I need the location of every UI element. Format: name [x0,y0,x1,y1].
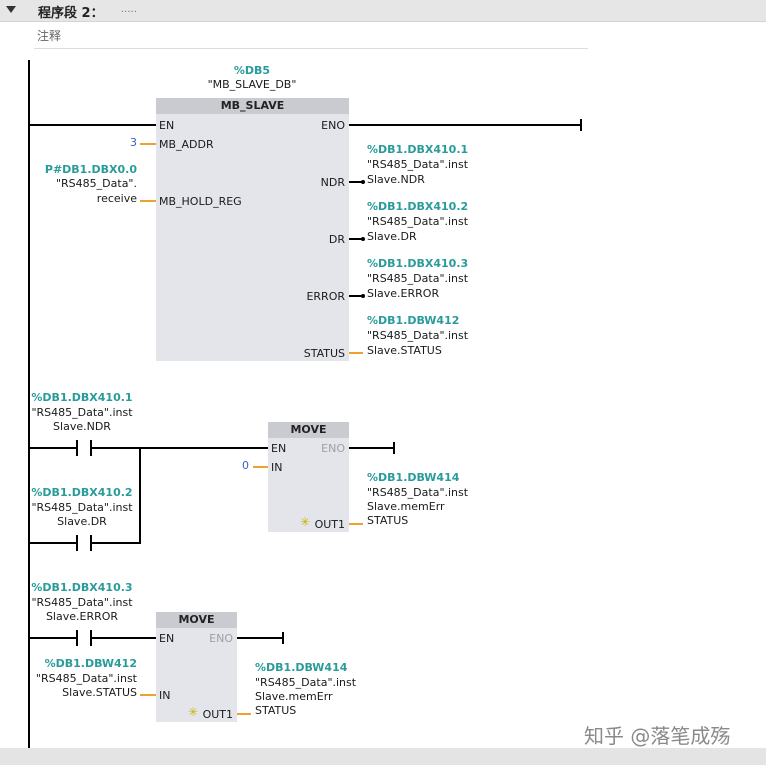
ndr-address: %DB1.DBX410.1 [367,143,469,156]
error-symbol-1[interactable]: "RS485_Data".inst [367,272,469,285]
status-symbol-1[interactable]: "RS485_Data".inst [367,329,469,342]
mb-slave-db-name[interactable]: "MB_SLAVE_DB" [207,78,297,91]
dr-address: %DB1.DBX410.2 [367,200,469,213]
mb-slave-db-address: %DB5 [233,64,271,77]
bottom-scrollbar[interactable] [0,748,766,765]
move-2-in: IN [159,689,171,702]
contact-dr-symbol-2[interactable]: Slave.DR [57,515,107,528]
hold-reg-symbol-2[interactable]: receive [96,192,137,205]
status-address: %DB1.DBW412 [367,314,460,327]
contact-error-symbol-1[interactable]: "RS485_Data".inst [31,596,133,609]
contact-ndr-symbol-2[interactable]: Slave.NDR [53,420,111,433]
mb-addr-value[interactable]: 3 [130,136,137,149]
mb-slave-error: ERROR [306,290,345,303]
move-1-out-symbol-3[interactable]: STATUS [367,514,409,527]
contact-ndr-symbol-1[interactable]: "RS485_Data".inst [31,406,133,419]
dr-symbol-1[interactable]: "RS485_Data".inst [367,215,469,228]
move-2-eno: ENO [209,632,233,645]
move-1-in: IN [271,461,283,474]
mb-slave-eno: ENO [321,119,345,132]
error-address: %DB1.DBX410.3 [367,257,469,270]
contact-dr-address: %DB1.DBX410.2 [31,486,133,499]
error-symbol-2[interactable]: Slave.ERROR [367,287,440,300]
contact-error-symbol-2[interactable]: Slave.ERROR [45,610,119,623]
contact-ndr-address: %DB1.DBX410.1 [31,391,133,404]
network-title: 程序段 2： [38,6,104,21]
move-2-in-symbol-1[interactable]: "RS485_Data".inst [35,672,137,685]
hold-reg-symbol-1[interactable]: "RS485_Data". [55,177,137,190]
network-title-placeholder[interactable]: ..... [121,4,137,15]
mb-slave-title: MB_SLAVE [156,98,349,114]
collapse-triangle-icon[interactable] [6,6,16,13]
move-block-1[interactable]: MOVE [268,422,349,532]
move-1-out1: OUT1 [314,518,345,531]
dr-symbol-2[interactable]: Slave.DR [367,230,417,243]
move-1-out-symbol-1[interactable]: "RS485_Data".inst [367,486,469,499]
spark-icon: ✳ [300,515,311,529]
network-comment[interactable]: 注释 [34,26,588,49]
spark-icon: ✳ [188,705,199,719]
mb-slave-dr: DR [328,233,345,246]
comment-text: 注释 [37,29,62,43]
mb-slave-hold-reg: MB_HOLD_REG [159,195,242,208]
mb-slave-ndr: NDR [320,176,345,189]
move-2-en: EN [159,632,175,645]
contact-dr-symbol-1[interactable]: "RS485_Data".inst [31,501,133,514]
watermark: 知乎 @落笔成殇 [584,724,731,748]
contact-error-address: %DB1.DBX410.3 [31,581,133,594]
move-1-in-value[interactable]: 0 [242,459,249,472]
move-2-out1: OUT1 [202,708,233,721]
move-2-title: MOVE [156,612,237,628]
move-2-in-address: %DB1.DBW412 [44,657,137,670]
move-1-en: EN [271,442,287,455]
move-2-in-symbol-2[interactable]: Slave.STATUS [62,686,137,699]
move-1-eno: ENO [321,442,345,455]
move-2-out-symbol-1[interactable]: "RS485_Data".inst [255,676,357,689]
move-1-out-symbol-2[interactable]: Slave.memErr [367,500,445,513]
mb-slave-status: STATUS [303,347,345,360]
mb-slave-mb-addr: MB_ADDR [159,138,214,151]
move-1-title: MOVE [268,422,349,438]
ndr-symbol-2[interactable]: Slave.NDR [367,173,425,186]
move-2-out-address: %DB1.DBW414 [255,661,348,674]
status-symbol-2[interactable]: Slave.STATUS [367,344,442,357]
ndr-symbol-1[interactable]: "RS485_Data".inst [367,158,469,171]
mb-slave-en: EN [159,119,175,132]
network-header: 程序段 2： ..... [0,0,766,22]
hold-reg-address: P#DB1.DBX0.0 [44,163,137,176]
mb-slave-block[interactable]: MB_SLAVE [156,98,349,361]
move-2-out-symbol-3[interactable]: STATUS [255,704,297,717]
move-1-out-address: %DB1.DBW414 [367,471,460,484]
move-block-2[interactable]: MOVE [156,612,237,722]
move-2-out-symbol-2[interactable]: Slave.memErr [255,690,333,703]
